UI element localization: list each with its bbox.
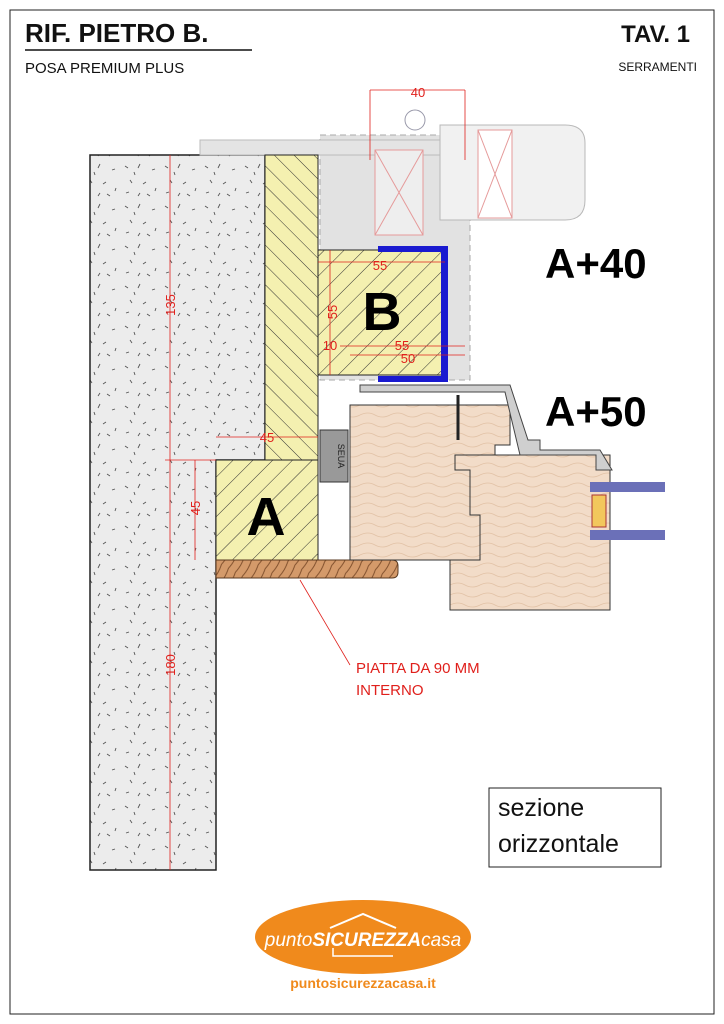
- dim-a-height: 45: [188, 501, 203, 515]
- gasket: [319, 429, 349, 483]
- sheet-frame: [9, 9, 715, 1015]
- sheet-number: TAV. 1: [621, 21, 690, 48]
- brand-logo: puntoSICUREZZAcasa: [255, 900, 471, 974]
- dim-wall-lower: 180: [163, 654, 178, 676]
- glass-spacer: [591, 494, 607, 528]
- level-a50: A+50: [545, 388, 647, 435]
- gasket-label: SEUA: [336, 444, 346, 469]
- category: SERRAMENTI: [618, 60, 697, 74]
- block-b-label: B: [363, 282, 402, 342]
- block-a-label: A: [247, 487, 286, 547]
- block-b: [317, 249, 443, 376]
- section-box: [488, 787, 662, 868]
- window-sash: [449, 454, 611, 611]
- dim-b-offset: 10: [323, 338, 337, 353]
- upper-window-profile: [374, 109, 586, 236]
- subtitle: POSA PREMIUM PLUS: [25, 60, 184, 77]
- dim-frame-width: 40: [411, 85, 425, 100]
- dim-b-side: 55: [325, 305, 340, 319]
- title: RIF. PIETRO B.: [25, 18, 208, 48]
- dimension-lines: [165, 89, 466, 870]
- aluminium-profile: [359, 384, 613, 471]
- dim-wall-upper: 135: [163, 294, 178, 316]
- dim-b-top: 55: [373, 258, 387, 273]
- section-line1: sezione: [498, 794, 584, 822]
- dim-a-width: 45: [260, 430, 274, 445]
- note-line2: INTERNO: [356, 682, 424, 699]
- blue-profile: [378, 246, 448, 382]
- top-profile: [199, 139, 471, 156]
- glass-pane-outer: [590, 482, 665, 492]
- dim-b-bottom: 55: [395, 338, 409, 353]
- interior-board: [215, 559, 399, 579]
- dim-b-inner: 50: [401, 351, 415, 366]
- svg-text:puntoSICUREZZAcasa: puntoSICUREZZAcasa: [264, 930, 461, 951]
- website-url: puntosicurezzacasa.it: [290, 975, 436, 991]
- house-roof-icon: [329, 912, 397, 929]
- glass-pane-inner: [590, 530, 665, 540]
- level-a40: A+40: [545, 240, 647, 287]
- note-line1: PIATTA DA 90 MM: [356, 660, 480, 677]
- vertical-timber: [264, 154, 319, 461]
- section-line2: orizzontale: [498, 830, 619, 858]
